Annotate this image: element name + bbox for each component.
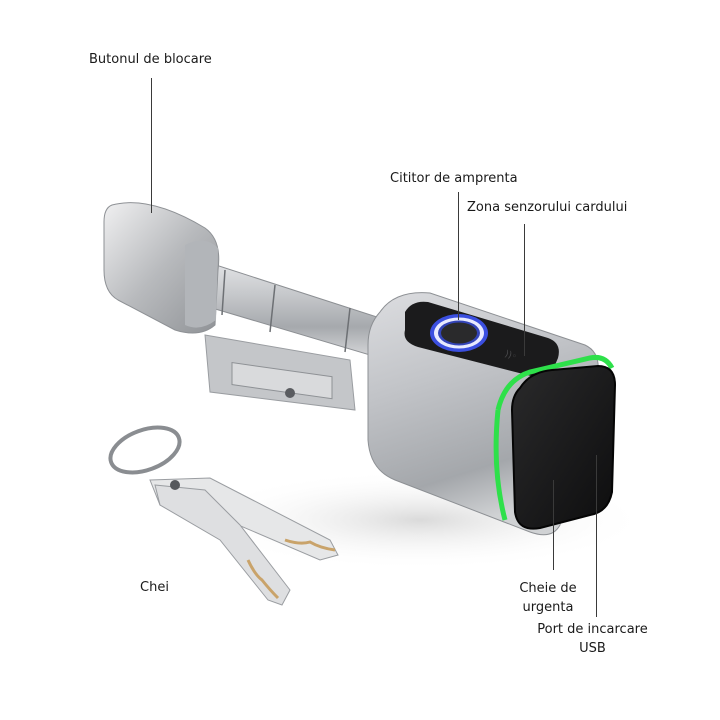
lock-knob bbox=[103, 202, 220, 334]
label-keys: Chei bbox=[140, 580, 169, 595]
label-card-sensor: Zona senzorului cardului bbox=[467, 200, 628, 215]
lock-body: ))◦ bbox=[367, 292, 617, 536]
label-lock-button: Butonul de blocare bbox=[89, 52, 212, 67]
leader-lock-button bbox=[151, 78, 152, 213]
status-led-ring bbox=[493, 409, 508, 521]
key-ring bbox=[108, 425, 182, 475]
label-emergency-key-line2: urgenta bbox=[522, 600, 574, 615]
keys bbox=[108, 425, 339, 606]
front-panel bbox=[510, 364, 617, 530]
leader-usb-port bbox=[596, 455, 597, 617]
nfc-icon: ))◦ bbox=[503, 349, 518, 362]
label-emergency-key: Cheie de urgenta bbox=[508, 579, 588, 617]
leader-card-sensor bbox=[524, 224, 525, 356]
label-fingerprint-reader: Cititor de amprenta bbox=[390, 171, 518, 186]
label-emergency-key-line1: Cheie de bbox=[519, 581, 577, 596]
screw-hole bbox=[285, 388, 295, 398]
cylinder-housing bbox=[204, 334, 356, 411]
leader-fingerprint bbox=[458, 192, 459, 320]
label-usb-port-line1: Port de incarcare bbox=[537, 622, 648, 637]
fingerprint-sensor bbox=[441, 322, 477, 344]
label-usb-port-line2: USB bbox=[579, 641, 606, 656]
leader-emergency-key bbox=[553, 480, 554, 570]
label-usb-port: Port de incarcare USB bbox=[530, 620, 655, 658]
